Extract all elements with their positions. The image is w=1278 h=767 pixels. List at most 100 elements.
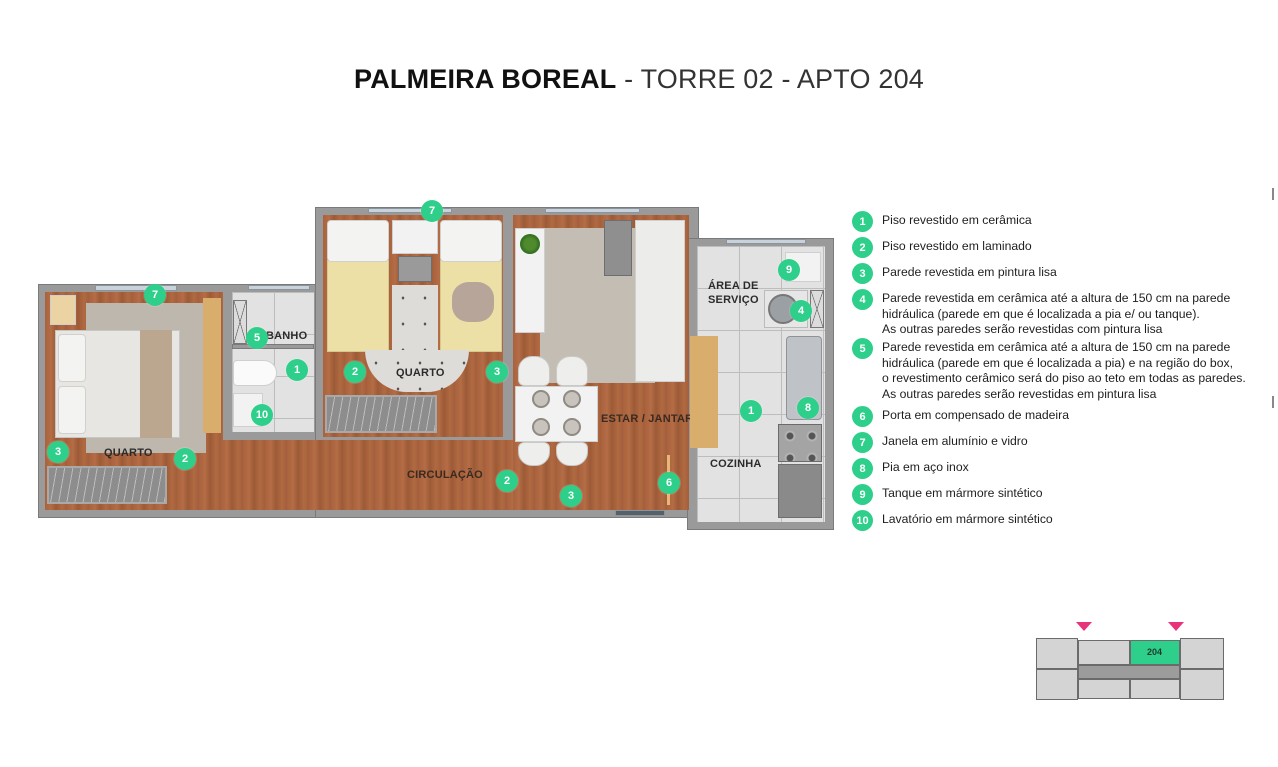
legend-item: 2 Piso revestido em laminado bbox=[852, 237, 1032, 258]
unit-204-highlight bbox=[1130, 640, 1180, 665]
legend-badge: 7 bbox=[852, 432, 873, 453]
room-label-circulacao: CIRCULAÇÃO bbox=[407, 469, 483, 481]
room-label-banho: BANHO bbox=[266, 330, 308, 342]
window-bathroom bbox=[248, 285, 310, 290]
dining-chair bbox=[556, 356, 588, 386]
legend-item: 1 Piso revestido em cerâmica bbox=[852, 211, 1032, 232]
legend-text: hidráulica (parede em que é localizada a… bbox=[882, 355, 1233, 370]
room-label-quarto-1: QUARTO bbox=[104, 447, 153, 459]
pillow bbox=[58, 386, 86, 434]
bed-single-left bbox=[327, 260, 389, 352]
legend-item: 7 Janela em alumínio e vidro bbox=[852, 432, 1028, 453]
legend-text: Parede revestida em cerâmica até a altur… bbox=[882, 291, 1231, 305]
legend-text: As outras paredes serão revestidas em pi… bbox=[882, 386, 1157, 401]
marker-ceramic-floor: 1 bbox=[286, 359, 308, 381]
pillow bbox=[58, 334, 86, 382]
room-label-area-servico-line1: ÁREA DE bbox=[708, 280, 759, 292]
unit-block bbox=[1036, 638, 1078, 669]
legend-badge: 8 bbox=[852, 458, 873, 479]
legend-text: Pia em aço inox bbox=[882, 460, 969, 474]
page-title: PALMEIRA BOREAL - TORRE 02 - APTO 204 bbox=[0, 64, 1278, 95]
door-threshold bbox=[615, 510, 665, 516]
legend-text: Piso revestido em laminado bbox=[882, 239, 1032, 253]
legend-text: Piso revestido em cerâmica bbox=[882, 213, 1032, 227]
legend-badge: 6 bbox=[852, 406, 873, 427]
legend-text: Tanque em mármore sintético bbox=[882, 486, 1043, 500]
room-label-area-servico-line2: SERVIÇO bbox=[708, 294, 759, 306]
edge-tick bbox=[1272, 396, 1274, 408]
plate bbox=[532, 390, 550, 408]
pillow bbox=[327, 220, 389, 262]
window-bedroom-2 bbox=[368, 208, 452, 213]
window-bedroom-1 bbox=[95, 285, 177, 291]
legend-badge: 9 bbox=[852, 484, 873, 505]
stove bbox=[778, 424, 822, 462]
marker-washbasin: 10 bbox=[251, 404, 273, 426]
view-arrow-icon bbox=[1076, 622, 1092, 631]
wardrobe-wood-door bbox=[203, 298, 221, 433]
room-label-cozinha: COZINHA bbox=[710, 458, 762, 470]
marker-service-wall: 4 bbox=[790, 300, 812, 322]
building-key-plan: 204 bbox=[1036, 620, 1226, 700]
bathroom-partition bbox=[232, 344, 314, 349]
marker-window: 7 bbox=[421, 200, 443, 222]
legend-text: hidráulica (parede em que é localizada a… bbox=[882, 306, 1200, 321]
wardrobe-bedroom-1 bbox=[47, 466, 167, 504]
corridor bbox=[1078, 665, 1180, 679]
unit-204-label: 204 bbox=[1147, 647, 1163, 657]
sofa bbox=[635, 220, 685, 382]
unit-block bbox=[1078, 679, 1130, 699]
legend-text: Porta em compensado de madeira bbox=[882, 408, 1069, 422]
dining-chair bbox=[518, 442, 550, 466]
tv-rack bbox=[515, 228, 545, 333]
pillow bbox=[440, 220, 502, 262]
legend-text: Janela em alumínio e vidro bbox=[882, 434, 1028, 448]
marker-painted-wall: 3 bbox=[486, 361, 508, 383]
marker-door: 6 bbox=[658, 472, 680, 494]
plate bbox=[563, 390, 581, 408]
legend-badge: 2 bbox=[852, 237, 873, 258]
plate bbox=[563, 418, 581, 436]
legend-text: As outras paredes serão revestidas com p… bbox=[882, 322, 1163, 336]
marker-laminate-floor: 2 bbox=[496, 470, 518, 492]
legend-text: Lavatório em mármore sintético bbox=[882, 512, 1053, 526]
legend-item: 4 Parede revestida em cerâmica até a alt… bbox=[852, 289, 1231, 338]
legend-badge: 3 bbox=[852, 263, 873, 284]
legend-item: 10 Lavatório em mármore sintético bbox=[852, 510, 1053, 531]
legend-badge: 10 bbox=[852, 510, 873, 531]
room-label-estar-jantar: ESTAR / JANTAR bbox=[601, 413, 694, 425]
title-building-name: PALMEIRA BOREAL bbox=[353, 64, 617, 94]
marker-laminate-floor: 2 bbox=[344, 361, 366, 383]
title-tower-apartment: - TORRE 02 - APTO 204 bbox=[616, 64, 925, 94]
dining-table bbox=[515, 386, 598, 442]
wardrobe-bedroom-2 bbox=[325, 395, 437, 433]
edge-tick bbox=[1272, 188, 1274, 200]
fridge bbox=[778, 464, 822, 518]
marker-kitchen-sink: 8 bbox=[797, 397, 819, 419]
water-heater bbox=[810, 290, 824, 328]
unit-block bbox=[1036, 669, 1078, 700]
desk bbox=[392, 220, 438, 254]
legend-item: 3 Parede revestida em pintura lisa bbox=[852, 263, 1057, 284]
legend-badge: 5 bbox=[852, 338, 873, 359]
marker-laundry-tank: 9 bbox=[778, 259, 800, 281]
shower-box bbox=[233, 300, 247, 344]
unit-block bbox=[1180, 638, 1224, 669]
bed-blanket bbox=[140, 330, 172, 438]
nightstand bbox=[50, 295, 76, 325]
window-living bbox=[545, 208, 640, 213]
legend-text: Parede revestida em pintura lisa bbox=[882, 265, 1057, 279]
dining-chair bbox=[556, 442, 588, 466]
unit-block bbox=[1130, 679, 1180, 699]
legend-badge: 4 bbox=[852, 289, 873, 310]
plant bbox=[520, 234, 540, 254]
sofa-throw bbox=[604, 220, 632, 276]
legend-item: 9 Tanque em mármore sintético bbox=[852, 484, 1043, 505]
room-label-area-servico: ÁREA DE SERVIÇO bbox=[708, 279, 759, 307]
dining-chair bbox=[518, 356, 550, 386]
unit-block bbox=[1078, 640, 1130, 665]
toilet bbox=[233, 360, 277, 386]
legend-item: 5 Parede revestida em cerâmica até a alt… bbox=[852, 338, 1246, 402]
view-arrow-icon bbox=[1168, 622, 1184, 631]
